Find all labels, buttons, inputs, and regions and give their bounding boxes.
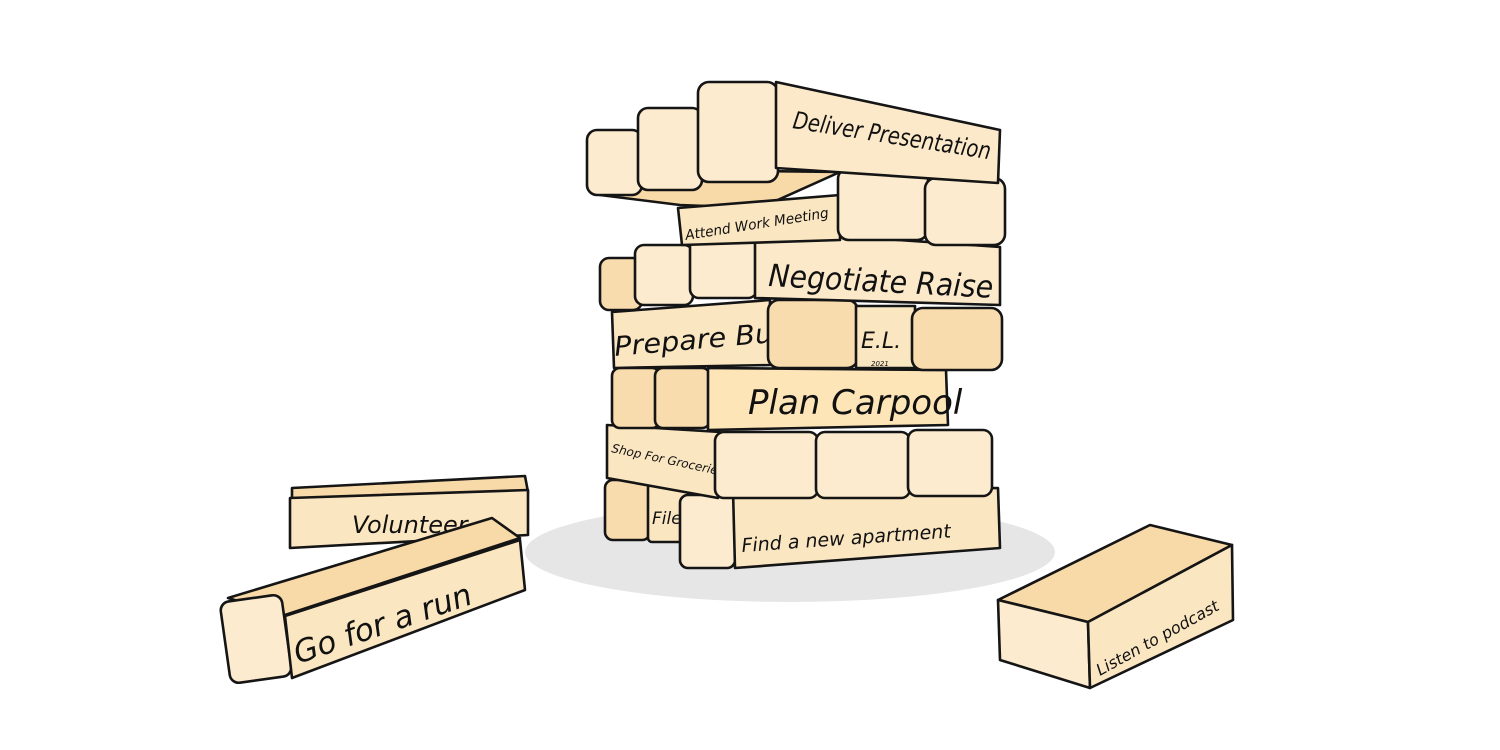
block-label-plan-carpool: Plan Carpool xyxy=(748,383,963,423)
block-negotiate-raise: Negotiate Raise xyxy=(598,228,1002,312)
block-file: File xyxy=(603,478,690,544)
signature-initials: E.L. xyxy=(861,329,901,354)
block-find-apartment: Find a new apartment xyxy=(678,486,1002,570)
block-shop-groceries: Shop For Groceries xyxy=(605,423,994,500)
block-prepare-budget: Prepare Budget E.L. 2021 xyxy=(610,298,1004,372)
block-deliver-presentation: Deliver Presentation xyxy=(585,80,1002,197)
signature-year: 2021 xyxy=(871,360,889,368)
block-label-file: File xyxy=(652,509,682,529)
block-plan-carpool: Plan Carpool xyxy=(610,366,963,432)
